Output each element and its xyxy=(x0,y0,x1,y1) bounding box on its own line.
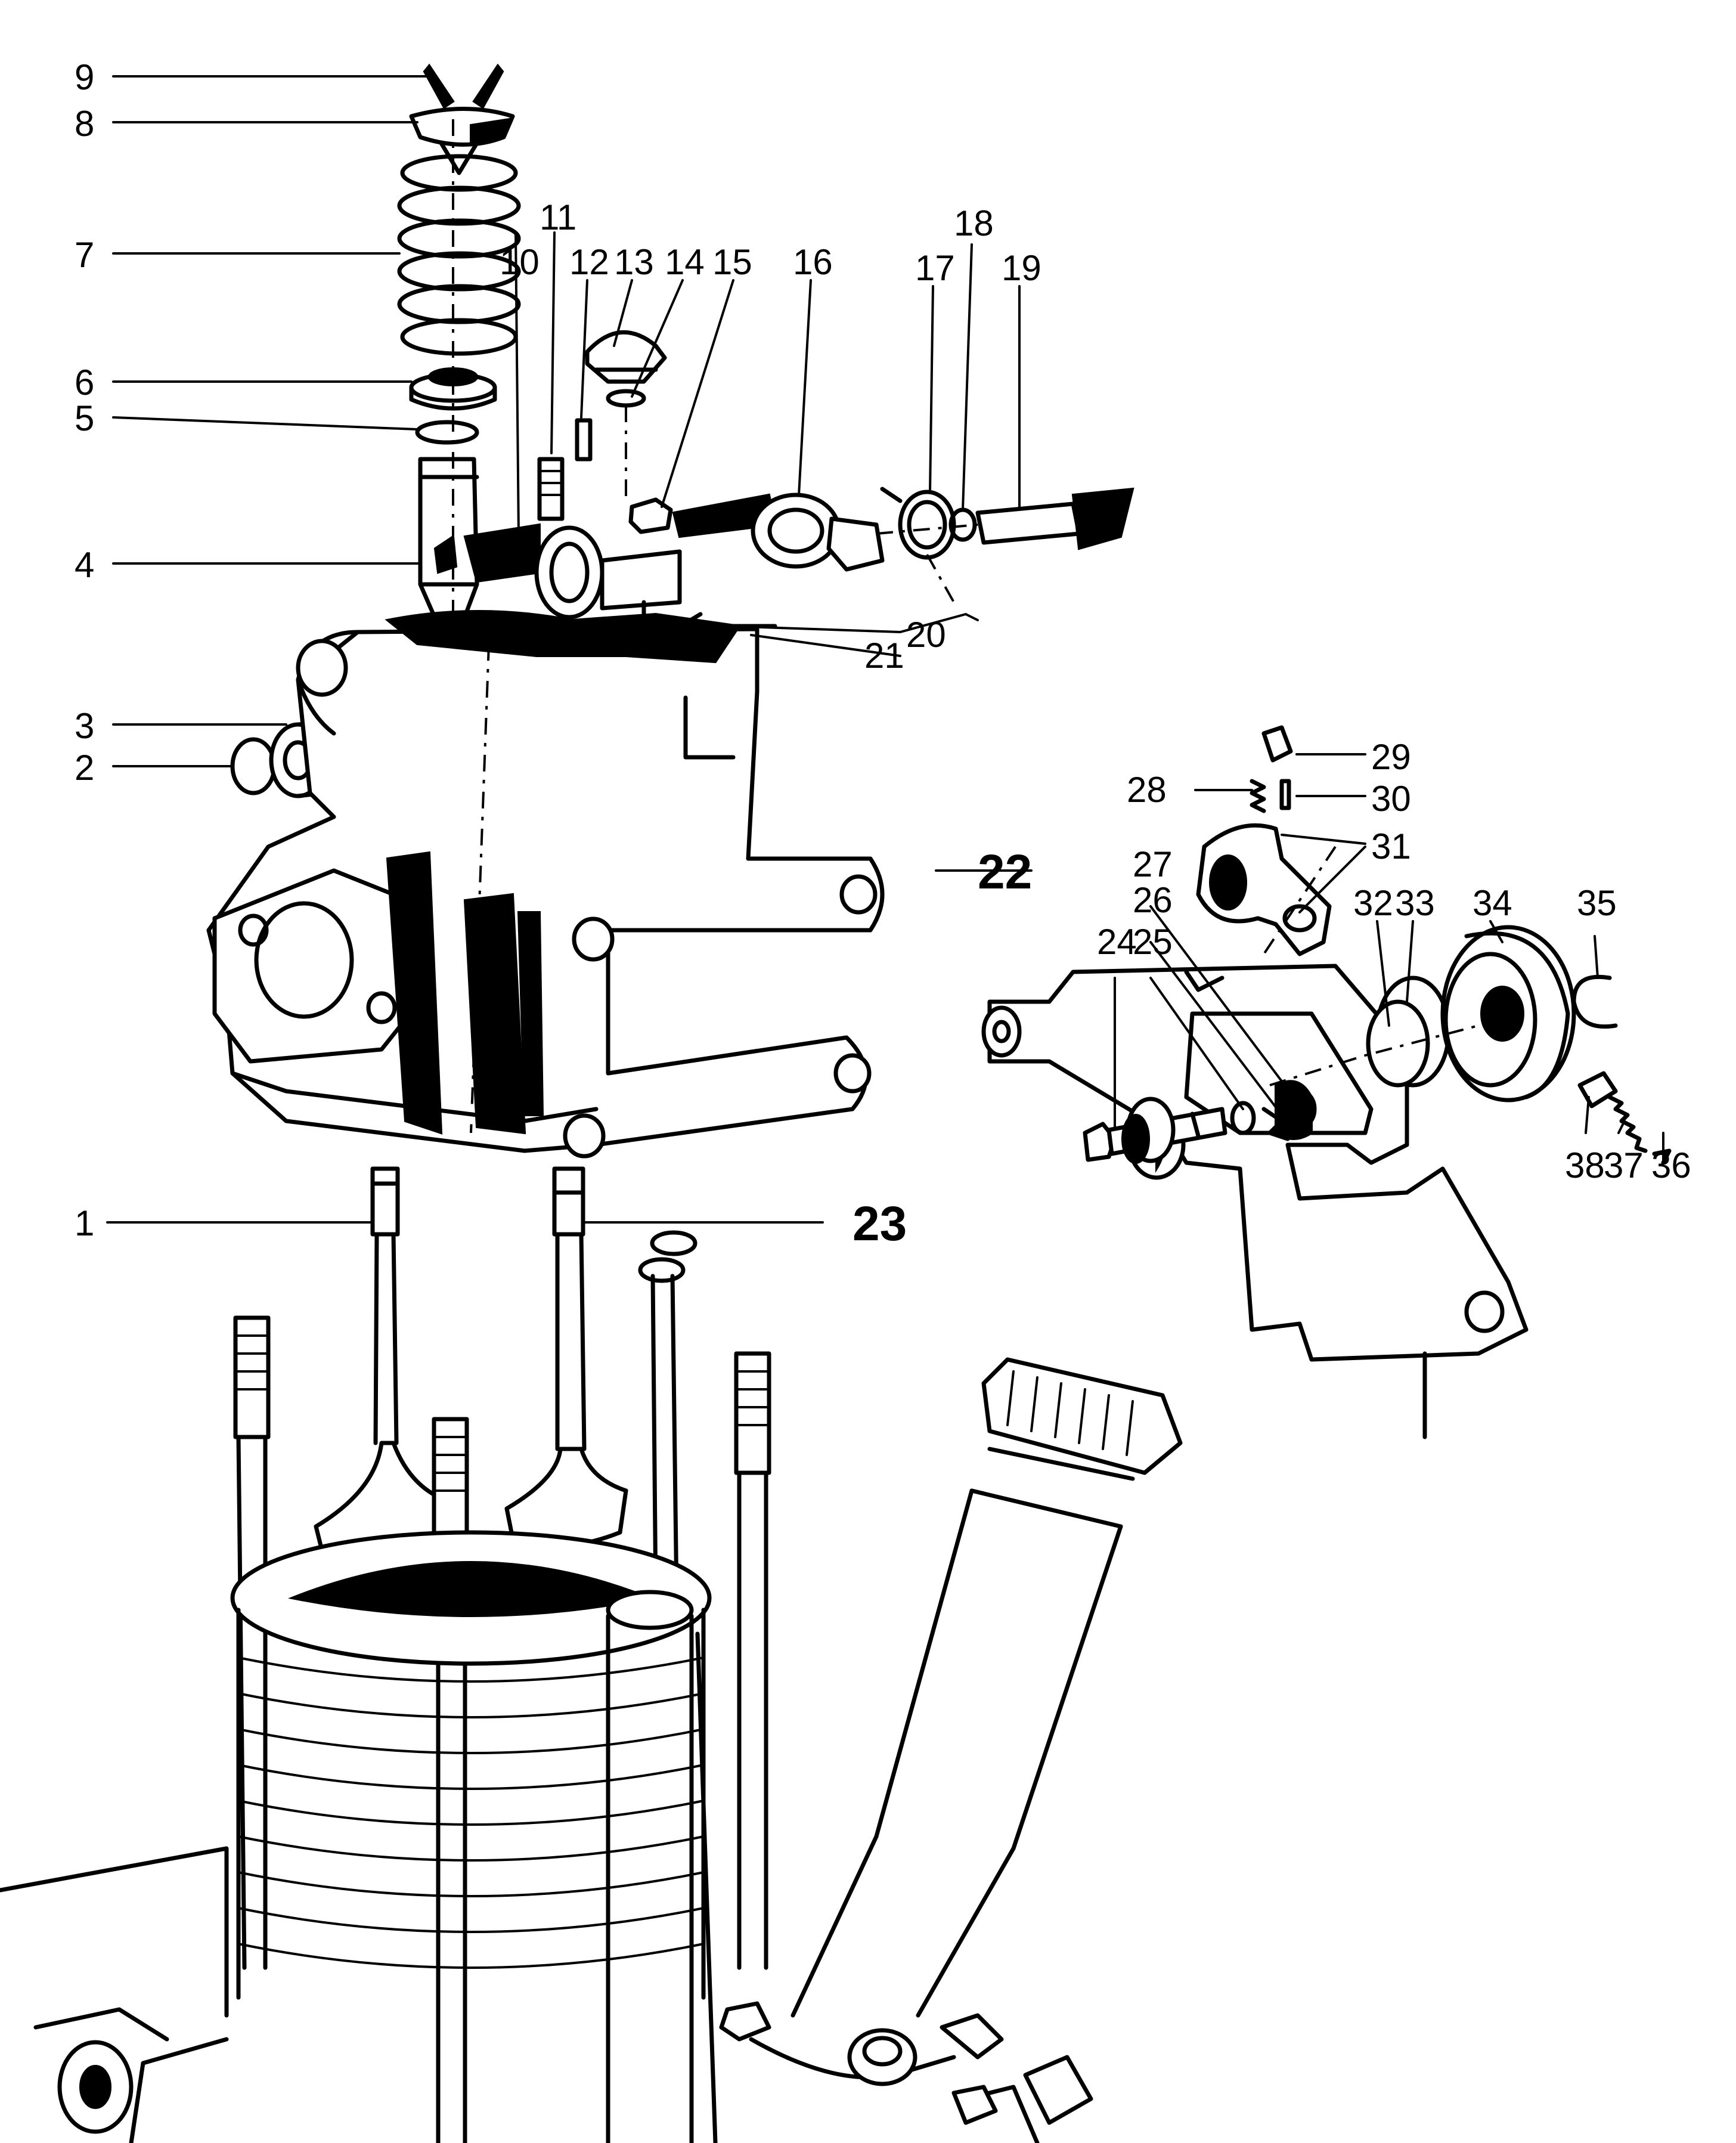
label-4: 4 xyxy=(75,545,94,585)
part-33-plate xyxy=(1366,999,1430,1088)
oil-filler xyxy=(790,1357,1183,2018)
leader-lines xyxy=(106,75,1664,1224)
label-30: 30 xyxy=(1371,779,1411,819)
part-23-exhaust-valve xyxy=(504,1166,628,1549)
label-1: 1 xyxy=(75,1203,94,1243)
label-17: 17 xyxy=(915,248,955,288)
label-32: 32 xyxy=(1353,883,1393,923)
label-38: 38 xyxy=(1565,1145,1605,1185)
part-5-valve-seal xyxy=(415,420,479,445)
part-10-rocker-arm xyxy=(463,523,682,643)
part-14-washer xyxy=(606,389,646,408)
label-2: 2 xyxy=(75,748,94,788)
push-rod-tube-lower xyxy=(606,1590,718,2143)
part-2-o-ring xyxy=(230,737,277,795)
part-34-pulley xyxy=(1440,925,1576,1103)
label-8: 8 xyxy=(75,104,94,144)
label-34: 34 xyxy=(1472,883,1512,923)
label-3: 3 xyxy=(75,706,94,746)
part-22-cylinder-head xyxy=(206,610,885,1159)
label-19: 19 xyxy=(1002,248,1041,288)
push-rods xyxy=(638,1230,698,1600)
part-35-circlip xyxy=(1571,974,1618,1029)
label-36: 36 xyxy=(1651,1145,1691,1185)
label-15: 15 xyxy=(712,242,752,282)
label-33: 33 xyxy=(1395,883,1435,923)
assembly-axes xyxy=(452,119,1479,1134)
housing-ring xyxy=(1121,1097,1176,1164)
part-31-rocker xyxy=(1196,823,1332,956)
label-22: 22 xyxy=(978,845,1032,899)
part-labels: 9 8 7 6 5 4 3 2 1 11 10 12 13 14 15 16 1… xyxy=(75,57,1691,1251)
label-20: 20 xyxy=(906,615,946,655)
part-11-stud xyxy=(537,457,565,521)
part-8-spring-retainer xyxy=(409,107,515,175)
part-15-adjuster-nut xyxy=(628,497,673,534)
label-16: 16 xyxy=(793,242,833,282)
part-28-spring xyxy=(1250,779,1266,813)
label-7: 7 xyxy=(75,235,94,275)
part-4-valve-guide xyxy=(418,457,479,634)
part-30-pin xyxy=(1279,779,1291,810)
label-11: 11 xyxy=(540,197,576,237)
part-16-rocker-arm xyxy=(672,493,885,572)
label-6: 6 xyxy=(75,363,94,402)
label-14: 14 xyxy=(665,242,705,282)
label-13: 13 xyxy=(614,242,654,282)
label-28: 28 xyxy=(1127,770,1167,810)
label-10: 10 xyxy=(500,242,540,282)
crankcase xyxy=(0,1846,1093,2143)
part-25-26-27-washers xyxy=(1230,1090,1317,1141)
part-19-rocker-shaft xyxy=(975,487,1134,550)
label-27: 27 xyxy=(1133,844,1173,884)
label-26: 26 xyxy=(1133,880,1173,920)
label-12: 12 xyxy=(569,242,609,282)
label-18: 18 xyxy=(954,203,994,243)
label-37: 37 xyxy=(1604,1145,1644,1185)
part-7-valve-spring xyxy=(397,154,521,356)
label-35: 35 xyxy=(1577,883,1617,923)
label-25: 25 xyxy=(1133,922,1173,962)
part-17-spring xyxy=(880,487,956,560)
cylinder-studs xyxy=(233,1315,771,2143)
part-9-valve-cotters xyxy=(423,63,504,109)
part-38-pin xyxy=(1577,1071,1618,1108)
part-6-spring-seat xyxy=(409,367,497,411)
label-9: 9 xyxy=(75,57,94,97)
part-36-clip xyxy=(1652,1148,1672,1165)
part-37-spring xyxy=(1607,1095,1648,1153)
label-24: 24 xyxy=(1097,922,1137,962)
label-23: 23 xyxy=(852,1197,907,1251)
part-13-cap-nut xyxy=(585,330,667,384)
label-5: 5 xyxy=(75,398,94,438)
label-31: 31 xyxy=(1371,826,1411,866)
label-29: 29 xyxy=(1371,737,1411,777)
part-29-clip xyxy=(1261,725,1293,763)
part-12-pin xyxy=(575,418,593,462)
label-21: 21 xyxy=(864,636,904,676)
